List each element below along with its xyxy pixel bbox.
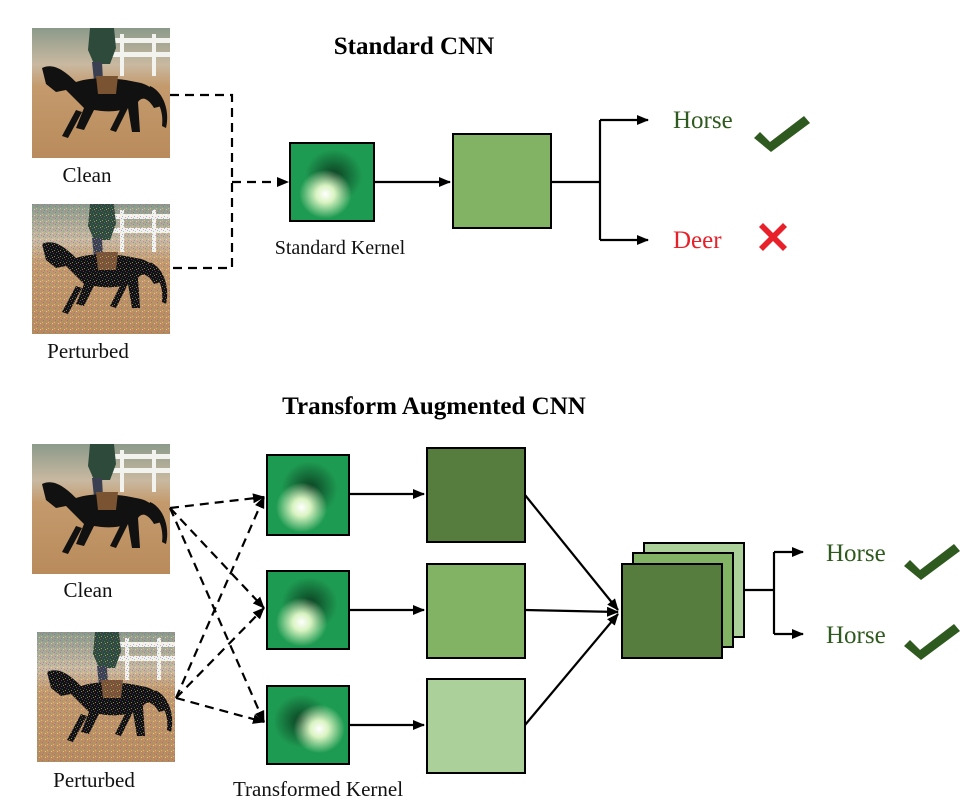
- merge-arrows: [524, 494, 619, 726]
- augmented-output-horse-1: Horse: [826, 540, 886, 567]
- standard-feature-map: [452, 133, 552, 229]
- transformed-kernel-3: [266, 685, 350, 765]
- augmented-clean-image: [32, 444, 170, 574]
- feature-map-1: [426, 447, 526, 543]
- transformed-kernel-1: [266, 454, 350, 536]
- check-icon: [754, 116, 810, 152]
- augmented-input-connectors: [168, 493, 266, 724]
- augmented-output-branch: [744, 547, 804, 639]
- title-transform-augmented-cnn: Transform Augmented CNN: [282, 393, 586, 420]
- cross-icon: [759, 223, 787, 251]
- standard-kernel-label: Standard Kernel: [275, 237, 406, 259]
- standard-clean-label: Clean: [63, 163, 112, 187]
- check-icon: [904, 544, 960, 580]
- transformed-kernel-2: [266, 570, 350, 650]
- standard-perturbed-image: [32, 204, 170, 334]
- standard-perturbed-label: Perturbed: [47, 339, 129, 363]
- feature-map-3: [426, 678, 526, 774]
- standard-kernel: [289, 142, 375, 222]
- pooled-feature-stack: [621, 542, 745, 659]
- check-icon: [904, 624, 960, 660]
- augmented-perturbed-image: [37, 632, 175, 762]
- augmented-output-horse-2: Horse: [826, 622, 886, 649]
- augmented-perturbed-label: Perturbed: [53, 768, 135, 792]
- standard-output-branch: [551, 115, 649, 245]
- feature-map-2: [426, 563, 526, 659]
- title-standard-cnn: Standard CNN: [334, 33, 494, 60]
- transformed-kernel-label: Transformed Kernel: [233, 777, 403, 801]
- standard-output-horse: Horse: [673, 107, 733, 134]
- standard-output-deer: Deer: [673, 227, 722, 254]
- augmented-clean-label: Clean: [64, 578, 113, 602]
- standard-input-connectors: [170, 93, 289, 270]
- standard-clean-image: [32, 28, 170, 158]
